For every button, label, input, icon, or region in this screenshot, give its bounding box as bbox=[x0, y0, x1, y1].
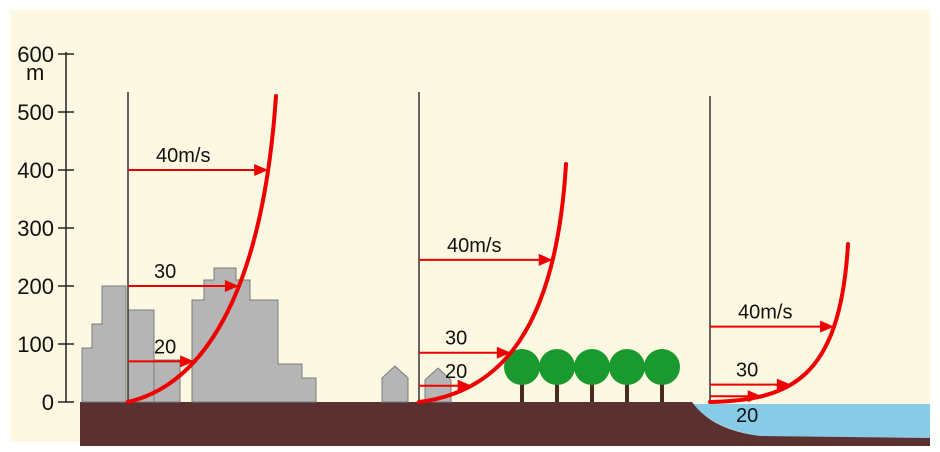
profile-trees: 40m/s 30 20 bbox=[417, 92, 568, 404]
wind-speed-label: 30 bbox=[154, 261, 176, 283]
tree-icon bbox=[574, 349, 610, 385]
height-tick-label: 300 bbox=[17, 216, 54, 241]
arrowhead-icon bbox=[496, 346, 511, 359]
wind-speed-label: 20 bbox=[154, 336, 176, 358]
tree-icon bbox=[609, 349, 645, 385]
height-tick-label: 400 bbox=[17, 158, 54, 183]
height-tick-label: 200 bbox=[17, 274, 54, 299]
ground bbox=[80, 402, 930, 446]
arrowhead-icon bbox=[224, 280, 239, 292]
arrowhead-icon bbox=[457, 379, 472, 392]
height-tick-label: 0 bbox=[42, 390, 54, 415]
tree-icon bbox=[539, 349, 575, 385]
arrowhead-icon bbox=[747, 390, 762, 403]
wind-speed-label: 40m/s bbox=[156, 145, 210, 167]
wind-speed-curve bbox=[708, 242, 850, 404]
house bbox=[381, 365, 409, 403]
tree-trunk bbox=[555, 382, 559, 402]
wind-speed-label: 40m/s bbox=[447, 235, 501, 257]
building bbox=[153, 359, 181, 403]
arrowhead-icon bbox=[254, 164, 269, 176]
building bbox=[127, 309, 155, 403]
terrain-layer bbox=[80, 267, 930, 446]
wind-speed-curve bbox=[126, 94, 278, 404]
tree-icon bbox=[504, 349, 540, 385]
tree-trunk bbox=[625, 382, 629, 402]
arrowhead-icon bbox=[538, 253, 553, 266]
wind-speed-label: 20 bbox=[445, 361, 467, 383]
height-tick-label: 100 bbox=[17, 332, 54, 357]
wind-speed-label: 20 bbox=[736, 405, 758, 427]
wind-speed-label: 30 bbox=[736, 360, 758, 382]
arrowhead-icon bbox=[180, 355, 195, 368]
profile-city: 40m/s 30 20 bbox=[126, 92, 278, 404]
building bbox=[81, 285, 127, 403]
arrowhead-icon bbox=[820, 320, 835, 333]
height-axis: 0 100 200 300 400 500 600 m bbox=[17, 42, 74, 415]
height-axis-unit: m bbox=[26, 60, 44, 85]
tree-trunk bbox=[590, 382, 594, 402]
tree-trunk bbox=[520, 382, 524, 402]
tree-icon bbox=[644, 349, 680, 385]
tree-trunk bbox=[660, 382, 664, 402]
height-axis-ticks: 0 100 200 300 400 500 600 bbox=[17, 42, 74, 415]
arrowhead-icon bbox=[776, 378, 791, 391]
wind-speed-label: 30 bbox=[445, 328, 467, 350]
height-tick-label: 500 bbox=[17, 100, 54, 125]
sea-water bbox=[690, 402, 930, 438]
height-tick-label: 600 bbox=[17, 42, 54, 67]
wind-speed-curve bbox=[417, 162, 568, 404]
wind-speed-label: 40m/s bbox=[738, 302, 792, 324]
profile-sea: 40m/s 30 20 bbox=[708, 96, 850, 427]
wind-profiles: 40m/s 30 20 40m/s 30 20 40m/s 30 20 bbox=[126, 92, 850, 427]
